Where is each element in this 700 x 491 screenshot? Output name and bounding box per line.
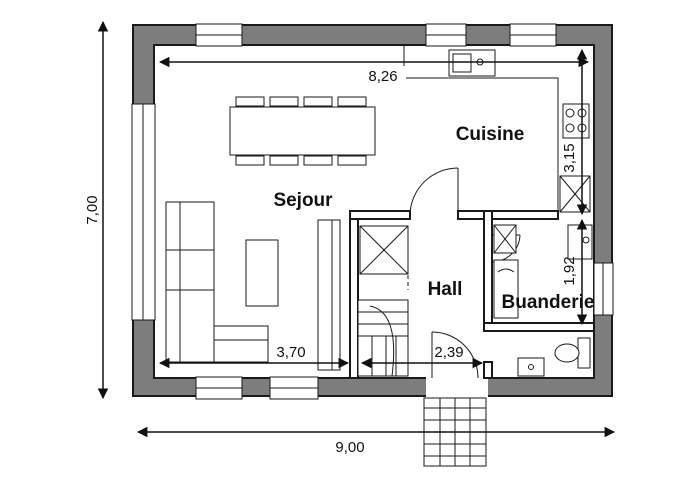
dim-label-hall-width: 2,39 <box>434 344 463 361</box>
toilet <box>554 337 591 369</box>
dim-label-total-height: 7,00 <box>84 195 101 224</box>
dining-table <box>229 96 376 166</box>
room-label-sejour: Sejour <box>273 190 333 211</box>
dimension-lines <box>97 20 616 438</box>
dim-label-buanderie-height: 1,92 <box>561 256 578 285</box>
dim-label-top-inner: 8,26 <box>368 68 397 85</box>
wardrobe <box>359 225 409 290</box>
dim-label-total-width: 9,00 <box>335 439 364 456</box>
windows <box>131 23 614 400</box>
dim-label-sejour-width: 3,70 <box>276 344 305 361</box>
dim-label-cuisine-height: 3,15 <box>561 143 578 172</box>
room-label-hall: Hall <box>428 279 463 300</box>
sink <box>517 357 545 377</box>
coffee-table <box>245 239 279 307</box>
room-label-buanderie: Buanderie <box>502 292 595 313</box>
entrance-opening <box>426 376 488 398</box>
interior-walls <box>349 210 595 379</box>
tv-cabinet <box>317 219 341 371</box>
staircase <box>357 299 409 377</box>
room-label-cuisine: Cuisine <box>456 124 525 145</box>
